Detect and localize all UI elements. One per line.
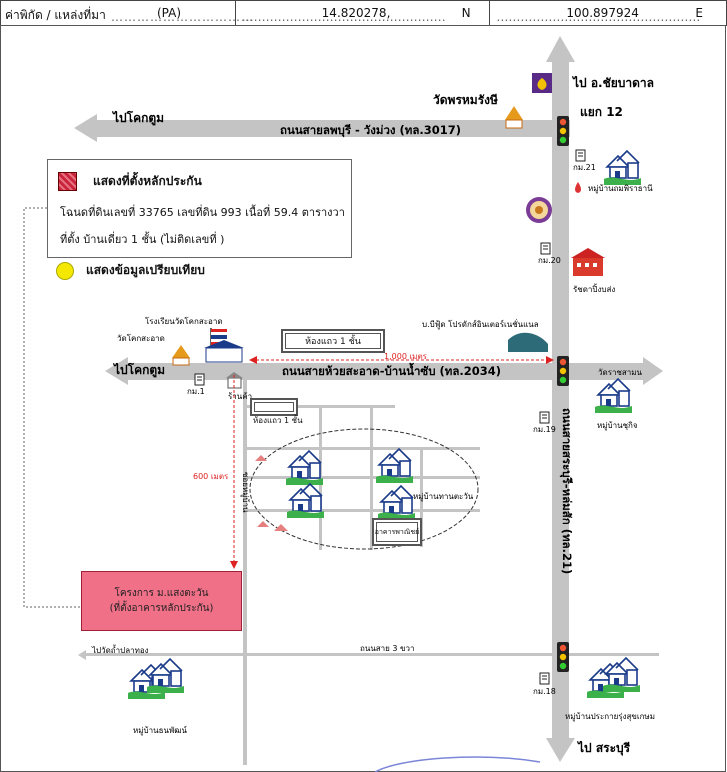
traffic-light-icon [557,116,569,146]
road-2034 [126,363,646,380]
wat-phrom-label: วัดพรหมรังษี [433,93,498,107]
direction-khok-tum-top: ไปโคกตูม [111,110,164,126]
legend-panel: แสดงที่ตั้งหลักประกัน โฉนดที่ดินเลขที่ 3… [47,159,352,258]
village-house-icon [377,485,416,521]
arrow-south [546,738,575,762]
shophouse-top-box: ห้องแถว 1 ชั้น [281,329,385,353]
arrow-east-mid [643,357,663,385]
wat-tharam-label: วัดราชสามน [598,368,643,377]
km-post-icon [575,149,586,162]
school-khoksaart-label: โรงเรียนวัดโคกสะอาด [145,316,223,326]
km-post-icon [539,672,550,685]
km1-label: กม.1 [187,387,205,396]
village-house-icon [285,450,324,486]
direction-chai-badan: ไป อ.ชัยบาดาล [571,75,654,90]
longitude-value: 100.897924 [566,6,639,20]
coord-label: ค่าพิกัด / แหล่งที่มา [5,8,106,22]
coordinate-header: ค่าพิกัด / แหล่งที่มา (PA) …………………………… …… [0,0,727,26]
road-3017-label: ถนนสายลพบุรี - วังม่วง (ทล.3017) [280,123,461,138]
distance-1000-marker [249,356,554,364]
village-prasongsuk-label: หมู่บ้านประกายรุ่งสุขเกษม [565,712,655,722]
km-post-icon [539,411,550,424]
arrow-west-top [74,114,97,142]
company-label: บ.บีฟู้ด โปรดักส์อินเตอร์เนชั่นแนล [422,318,539,330]
header-latitude-cell: …………………………………………… 14.820278, N [236,1,491,25]
junction-12-label: แยก 12 [580,105,623,119]
arrow-north [546,36,575,62]
school-chonsong-label: รัชดาปิ้งบส่ง [573,283,615,294]
direction-wat-pa: ไปวัดถ้ำปลาทอง [91,644,149,655]
school-flag-icon [204,328,244,363]
factory-icon [508,332,548,352]
legend-comparable-title: แสดงข้อมูลเปรียบเทียบ [86,263,205,277]
shophouse-low-label: ห้องแถว 1 ชั้น [253,416,303,425]
km19-label: กม.19 [533,425,556,434]
temple-logo-icon [532,73,552,93]
header-longitude-cell: …………………………………………… 100.897924 E [496,6,703,24]
km21-label: กม.21 [573,163,596,172]
commercial-building-box: อาคารพาณิชย์ [372,518,422,546]
legend-asset-location: ที่ตั้ง บ้านเดี่ยว 1 ชั้น (ไม่ติดเลขที่ … [60,233,225,246]
road-3khwa-label: ถนนสาย 3 ขวา [360,644,414,653]
longitude-suffix: E [695,6,703,20]
village-house-icon [594,378,633,414]
school-building-icon [571,248,605,276]
road-network [74,36,663,765]
village-house-icon [146,658,185,694]
village-house-icon [375,448,414,484]
direction-khok-tum-mid: ไปโคกตูม [112,362,165,378]
distance-600-marker [230,375,238,569]
traffic-light-icon [557,642,569,672]
gas-station-icon [575,182,581,193]
soi-label: ซอยหมู่บ้าน [240,472,250,513]
village-house-icon [603,150,642,186]
temple-icon [172,345,190,366]
legend-asset-row: แสดงที่ตั้งหลักประกัน [58,172,202,191]
project-label-1: โครงการ ม.แสงตะวัน [114,588,209,599]
village-thanphat-label: หมู่บ้านธนพัฒน์ [133,725,187,736]
traffic-light-icon [557,356,569,386]
km-post-icon [540,242,551,255]
comparable-dot-icon [56,261,74,280]
village-sirathani-label: หมู่บ้านถมพิราธานี [588,184,653,194]
legend-asset-deed: โฉนดที่ดินเลขที่ 33765 เลขที่ดิน 993 เนื… [60,206,345,219]
small-house-icons [255,455,288,531]
source-code: (PA) [157,6,182,20]
road-2034-label: ถนนสายห้วยสะอาด-บ้านน้ำซับ (ทล.2034) [282,362,501,378]
project-collateral-box: โครงการ ม.แสงตะวัน (ที่ตั้งอาคารหลักประก… [81,571,242,631]
village-boundary [249,428,479,550]
legend-asset-title: แสดงที่ตั้งหลักประกัน [93,174,202,188]
km-post-icon [194,373,205,386]
project-label-2: (ที่ตั้งอาคารหลักประกัน) [109,603,214,614]
road-21-label: ถนนสายสระบุรี-หล่มสัก (ทล.21) [559,408,574,574]
road-21 [552,60,569,740]
emblem-icon [526,197,552,223]
direction-saraburi: ไป สระบุรี [576,740,631,756]
km18-label: กม.18 [533,687,556,696]
asset-swatch [58,172,77,191]
arrow-west-mid [105,357,128,385]
latitude-suffix: N [461,6,471,20]
road-3017 [95,120,570,137]
village-sukit-label: หมู่บ้านชุกิจ [597,421,638,431]
village-house-icon [286,483,325,519]
shophouse-low-box [250,398,298,416]
latitude-value: 14.820278, [321,6,391,20]
distance-1000-label: 1,000 เมตร [384,352,428,361]
village-thanthawan-label: หมู่บ้านทานตะวัน [413,492,474,502]
distance-600-label: 600 เมตร [193,472,229,481]
temple-icon [505,106,523,129]
stamp-arc [374,756,541,772]
legend-comparable-row: แสดงข้อมูลเปรียบเทียบ [56,261,205,280]
km20-label: กม.20 [538,256,561,265]
village-house-icon [602,657,641,693]
header-source-cell: ค่าพิกัด / แหล่งที่มา (PA) …………………………… [1,1,253,25]
wat-khoksaart-label: วัดโคกสะอาด [117,333,165,343]
shop-label: ร้านค้า [228,392,252,401]
